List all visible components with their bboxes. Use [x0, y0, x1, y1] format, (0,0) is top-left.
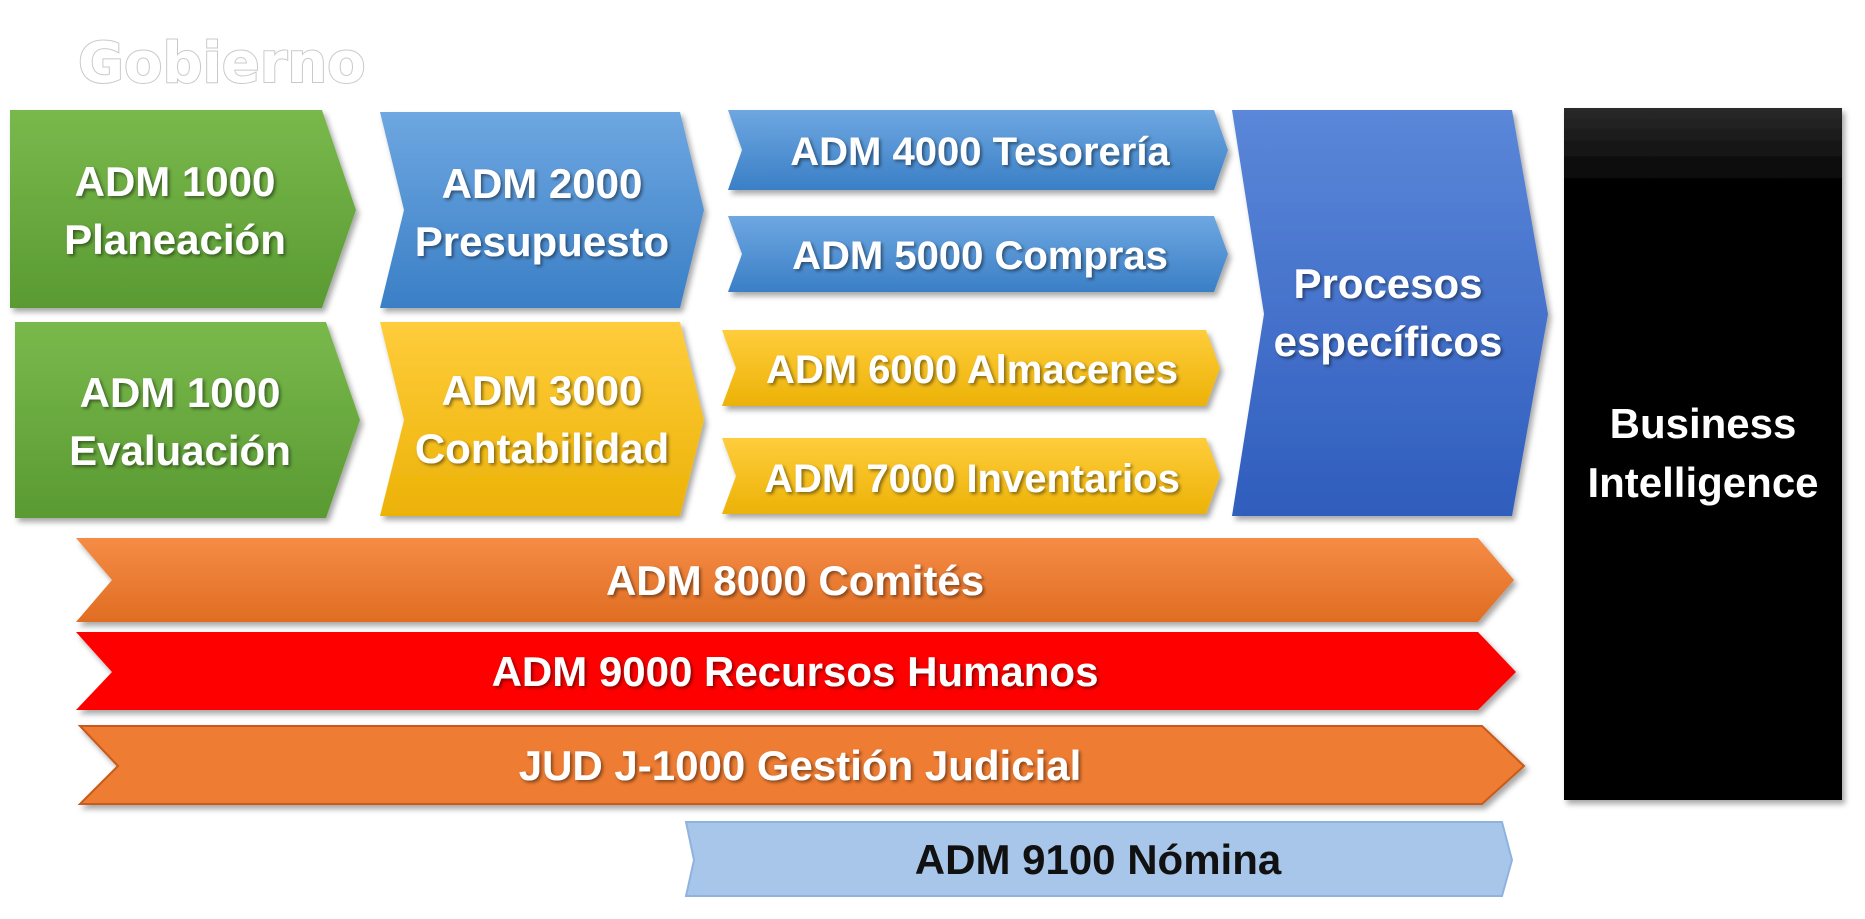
- block-nomina: ADM 9100 Nómina: [684, 821, 1514, 897]
- planeacion-line1: ADM 1000: [75, 158, 276, 205]
- evaluacion-line1: ADM 1000: [80, 369, 281, 416]
- nomina-label: ADM 9100 Nómina: [915, 836, 1282, 883]
- compras-label: ADM 5000 Compras: [792, 234, 1168, 278]
- block-procesos-especificos: Procesos específicos: [1232, 110, 1548, 516]
- block-planeacion: ADM 1000 Planeación: [10, 110, 356, 308]
- presupuesto-line1: ADM 2000: [442, 160, 643, 207]
- block-comites: ADM 8000 Comités: [76, 538, 1514, 622]
- block-gestion-judicial: JUD J-1000 Gestión Judicial: [77, 725, 1526, 805]
- comites-label: ADM 8000 Comités: [606, 557, 984, 604]
- block-compras: ADM 5000 Compras: [728, 216, 1228, 292]
- recursos-humanos-label: ADM 9000 Recursos Humanos: [492, 648, 1099, 695]
- block-evaluacion: ADM 1000 Evaluación: [15, 322, 360, 518]
- bi-line1: Business: [1610, 400, 1797, 447]
- block-almacenes: ADM 6000 Almacenes: [722, 330, 1220, 406]
- evaluacion-line2: Evaluación: [69, 427, 291, 474]
- bi-line2: Intelligence: [1587, 459, 1818, 506]
- block-inventarios: ADM 7000 Inventarios: [722, 438, 1220, 514]
- planeacion-line2: Planeación: [64, 216, 286, 263]
- almacenes-label: ADM 6000 Almacenes: [766, 348, 1178, 392]
- tesoreria-label: ADM 4000 Tesorería: [790, 130, 1170, 174]
- block-tesoreria: ADM 4000 Tesorería: [728, 110, 1228, 190]
- presupuesto-line2: Presupuesto: [415, 218, 669, 265]
- procesos-line2: específicos: [1274, 318, 1503, 365]
- inventarios-label: ADM 7000 Inventarios: [764, 457, 1180, 501]
- procesos-line1: Procesos: [1293, 260, 1482, 307]
- block-presupuesto: ADM 2000 Presupuesto: [380, 112, 704, 308]
- block-business-intelligence: Business Intelligence: [1564, 108, 1842, 800]
- contabilidad-line2: Contabilidad: [415, 425, 669, 472]
- title: Gobierno: [78, 31, 366, 96]
- block-recursos-humanos: ADM 9000 Recursos Humanos: [76, 632, 1516, 710]
- block-contabilidad: ADM 3000 Contabilidad: [380, 322, 704, 516]
- contabilidad-line1: ADM 3000: [442, 367, 643, 414]
- gestion-judicial-label: JUD J-1000 Gestión Judicial: [519, 742, 1082, 789]
